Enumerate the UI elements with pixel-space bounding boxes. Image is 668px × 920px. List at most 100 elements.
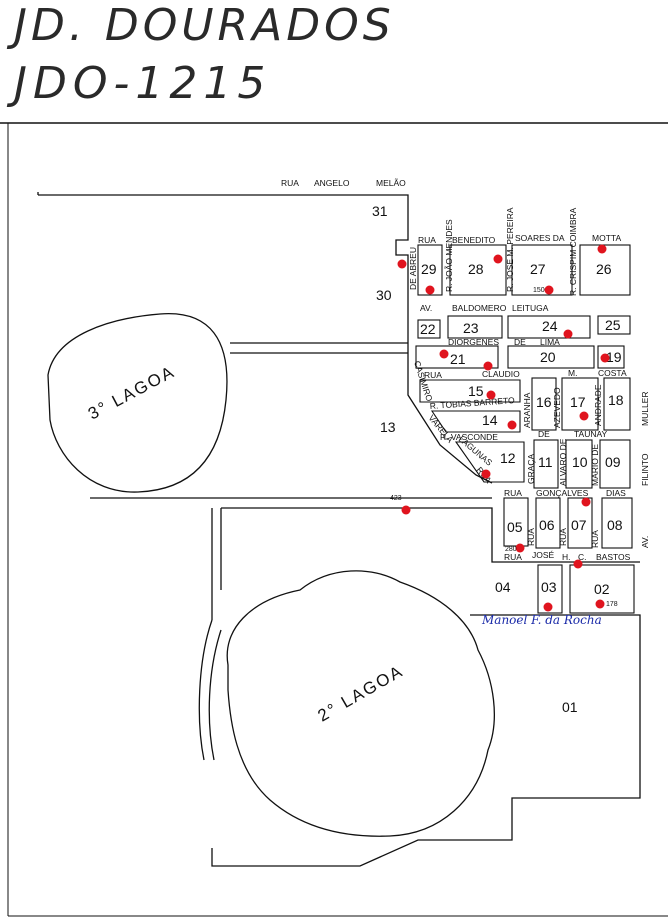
street-baldomero: BALDOMERO <box>452 303 507 313</box>
street-rua-05: RUA <box>526 528 536 546</box>
block-04: 04 <box>495 579 511 595</box>
marker <box>401 505 411 515</box>
street-casimiro: CASIMIRO <box>412 360 435 403</box>
marker <box>507 420 517 430</box>
street-angelo: ANGELO <box>314 178 350 188</box>
block-18: 18 <box>608 392 624 408</box>
block-10: 10 <box>572 454 588 470</box>
street-leituga: LEITUGA <box>512 303 549 313</box>
marker <box>493 254 503 264</box>
street-motta: MOTTA <box>592 233 621 243</box>
marker <box>543 602 553 612</box>
marker <box>544 285 554 295</box>
street-rua-07: RUA <box>558 528 568 546</box>
block-08: 08 <box>607 517 623 533</box>
street-rua-top: RUA <box>281 178 299 188</box>
street-rua-goncalves: RUA <box>504 488 522 498</box>
block-07: 07 <box>571 517 587 533</box>
block-26: 26 <box>596 261 612 277</box>
street-soares-da: SOARES DA <box>515 233 565 243</box>
marker <box>581 497 591 507</box>
marker <box>595 599 605 609</box>
map-title: JD. DOURADOS <box>14 0 395 51</box>
street-jose: JOSÉ <box>532 550 555 560</box>
block-16: 16 <box>536 394 552 410</box>
block-30: 30 <box>376 287 392 303</box>
red-markers <box>397 244 610 612</box>
street-de-abreu: DE ABREU <box>408 247 418 290</box>
second-lagoa-outline <box>226 570 495 837</box>
street-vasconde: R. VASCONDE <box>440 432 498 442</box>
street-dias: DIAS <box>606 488 626 498</box>
marker <box>597 244 607 254</box>
block-20: 20 <box>540 349 556 365</box>
street-claudio: CLAUDIO <box>482 369 520 379</box>
street-joao-mendes: R. JOÃO MENDES <box>444 219 454 292</box>
street-aranha: ARANHA <box>522 392 532 428</box>
street-rua-claudio: RUA <box>424 370 442 380</box>
block-labels: 01 02 03 04 05 06 07 08 09 10 11 12 13 1… <box>372 203 624 715</box>
marker <box>486 390 496 400</box>
block-29: 29 <box>421 261 437 277</box>
marker-label-150: 150 <box>533 287 545 294</box>
block-22: 22 <box>420 321 436 337</box>
block-17: 17 <box>570 394 586 410</box>
block-13: 13 <box>380 419 396 435</box>
street-labels: RUA ANGELO MELÃO RUA BENEDITO SOARES DA … <box>281 178 650 562</box>
street-av-baldomero: AV. <box>420 303 432 313</box>
marker <box>397 259 407 269</box>
block-15: 15 <box>468 383 484 399</box>
marker <box>573 559 583 569</box>
block-28: 28 <box>468 261 484 277</box>
marker <box>483 361 493 371</box>
marker-label-423: 423 <box>390 495 402 502</box>
block-11: 11 <box>538 454 553 470</box>
block-25: 25 <box>605 317 621 333</box>
marker <box>563 329 573 339</box>
third-lagoa-outline <box>47 313 228 493</box>
block-02: 02 <box>594 581 610 597</box>
street-mario-de: MARIO DE <box>590 444 600 486</box>
third-lagoa-label: 3° LAGOA <box>85 362 178 424</box>
street-taunay: TAUNAY <box>574 429 608 439</box>
marker <box>515 543 525 553</box>
block-14: 14 <box>482 412 498 428</box>
street-crispim-coimbra: R. CRISPIM COIMBRA <box>568 207 578 296</box>
street-alvaro-de: ALVARO DE <box>558 438 568 486</box>
marker-labels: 423 150 178 280 <box>390 287 618 608</box>
street-de: DE <box>514 337 526 347</box>
block-27: 27 <box>530 261 546 277</box>
block-01: 01 <box>562 699 578 715</box>
street-lima: LIMA <box>540 337 560 347</box>
street-av-right: AV. <box>640 536 650 548</box>
street-de-taunay-de: DE <box>538 429 550 439</box>
block-03: 03 <box>541 579 557 595</box>
block-05: 05 <box>507 519 523 535</box>
street-m: M. <box>568 368 577 378</box>
street-goncalves: GONÇALVES <box>536 488 589 498</box>
marker <box>439 349 449 359</box>
street-melao: MELÃO <box>376 178 406 188</box>
marker-label-178: 178 <box>606 601 618 608</box>
street-bastos: BASTOS <box>596 552 631 562</box>
block-24: 24 <box>542 318 558 334</box>
block-06: 06 <box>539 517 555 533</box>
marker <box>600 353 610 363</box>
street-filinto: FILINTO <box>640 453 650 486</box>
block-21: 21 <box>450 351 466 367</box>
marker-label-280: 280 <box>505 546 517 553</box>
second-lagoa-label: 2° LAGOA <box>315 661 407 725</box>
street-graca: GRAÇA <box>526 453 536 484</box>
street-andrade: ANDRADE <box>593 384 603 426</box>
block-12: 12 <box>500 450 516 466</box>
marker <box>425 285 435 295</box>
blocks-outlines <box>415 244 635 614</box>
street-benedito: BENEDITO <box>452 235 496 245</box>
street-diorgenes: DIORGENES <box>448 337 499 347</box>
street-c: C. <box>578 552 587 562</box>
street-jose-m-pereira: R. JOSÉ M. PEREIRA <box>505 207 515 292</box>
marker <box>481 469 491 479</box>
street-costa: COSTA <box>598 368 627 378</box>
marker <box>579 411 589 421</box>
